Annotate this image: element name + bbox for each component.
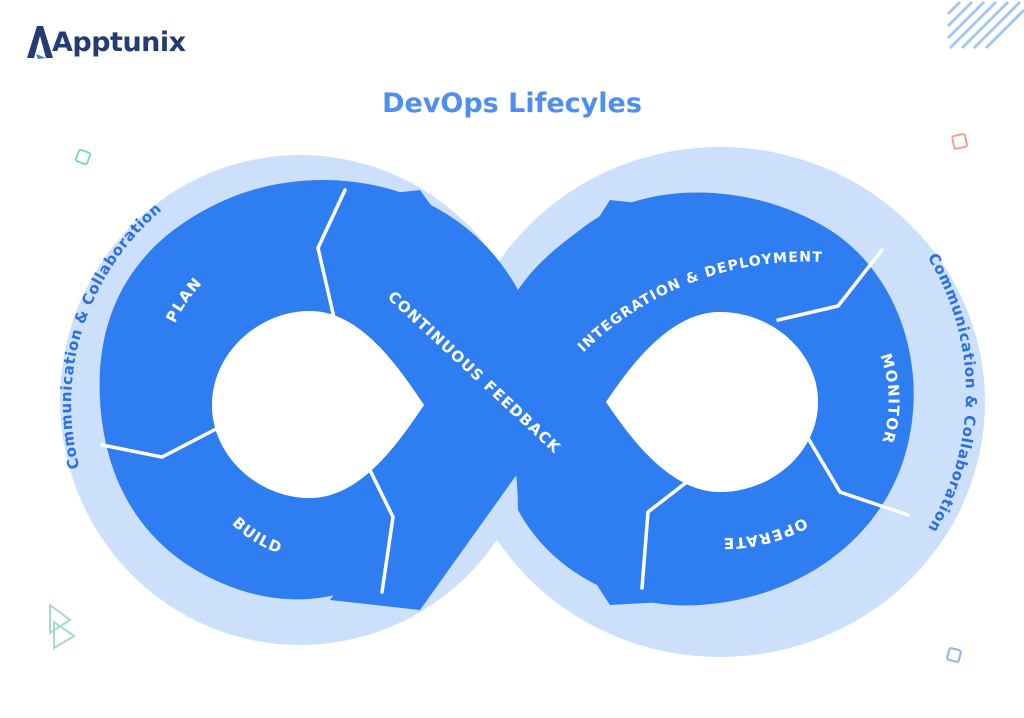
logo-a-icon <box>27 26 53 59</box>
diagonal-stripes-decoration <box>946 0 1024 50</box>
brand-name: Apptunix <box>52 26 186 58</box>
green-square-decoration <box>74 148 92 166</box>
left-loop-hole <box>212 311 424 498</box>
page-title: DevOps Lifecyles <box>382 88 642 119</box>
triangle-decoration <box>49 603 76 650</box>
right-loop-hole <box>606 312 818 492</box>
blue-square-decoration <box>946 647 962 663</box>
infinity-crossing-2 <box>330 200 700 610</box>
segment-dividers <box>100 188 910 594</box>
apptunix-logo: Apptunix <box>24 22 186 62</box>
orange-square-decoration <box>951 133 968 150</box>
